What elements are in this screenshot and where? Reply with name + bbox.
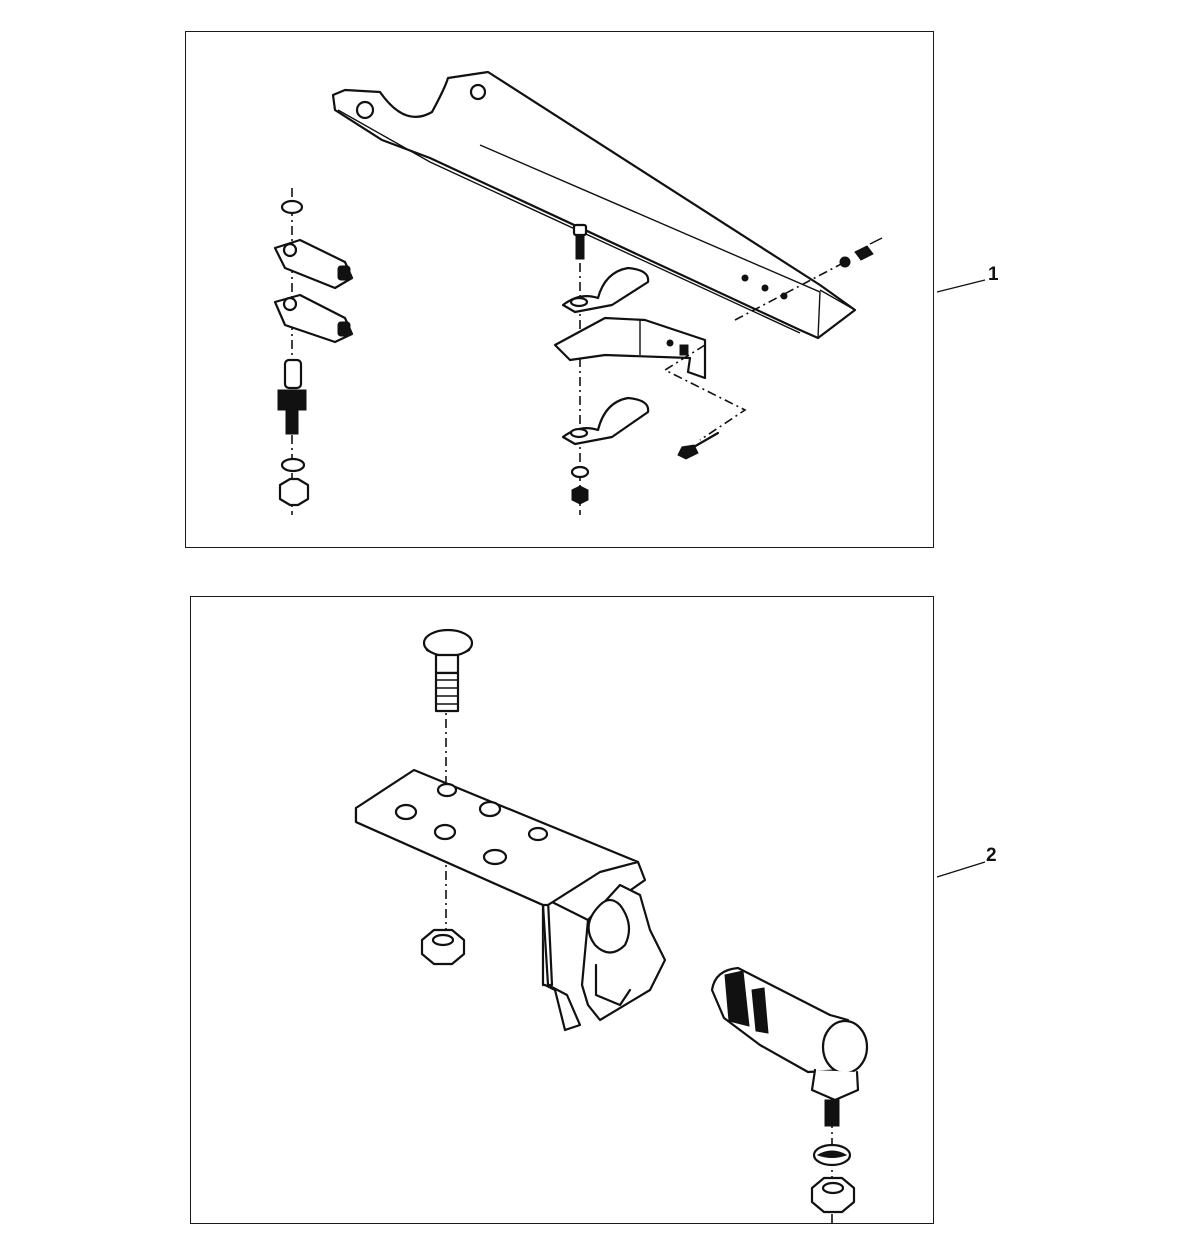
exploded-view-panel-2 [190,596,934,1224]
callout-leader-1 [936,279,986,293]
screw-icon [734,237,883,321]
nut-icon [420,928,466,966]
clevis-stack-icon [273,188,354,515]
bracket-arm-icon [331,70,857,340]
callout-leader-2 [936,861,986,878]
callout-label-2: 2 [986,845,997,866]
mounting-bracket-icon [354,768,667,1032]
bolt-icon [663,344,747,460]
washer-icon [812,1100,852,1225]
callout-label-1: 1 [988,264,999,285]
screw-icon [422,628,474,935]
clamp-stack-icon [553,223,707,515]
nut-icon [810,1176,856,1214]
ball-joint-icon [710,966,869,1127]
